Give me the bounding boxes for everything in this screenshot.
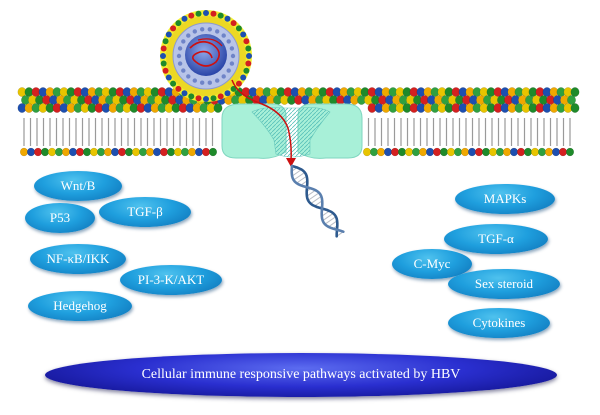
pathway-p53: P53 — [25, 203, 95, 233]
hbv-virus-icon — [160, 10, 252, 102]
pathway-cytokines: Cytokines — [448, 308, 550, 338]
pathway-tgf-alpha: TGF-α — [444, 224, 548, 254]
receptor-channel-icon — [221, 103, 363, 159]
pathway-tgf-beta: TGF-β — [99, 197, 191, 227]
dna-helix-icon — [290, 164, 345, 238]
pathway-pi3k-akt: PI-3-K/AKT — [120, 265, 222, 295]
entry-arrow-icon — [231, 79, 296, 167]
pathway-sex-steroid: Sex steroid — [448, 269, 560, 299]
pathways-banner: Cellular immune responsive pathways acti… — [45, 353, 557, 397]
pathway-hedgehog: Hedgehog — [28, 291, 132, 321]
pathway-wnt-b: Wnt/B — [34, 171, 122, 201]
pathway-nf-kb-ikk: NF-κB/IKK — [30, 244, 126, 274]
pathway-mapks: MAPKs — [455, 184, 555, 214]
